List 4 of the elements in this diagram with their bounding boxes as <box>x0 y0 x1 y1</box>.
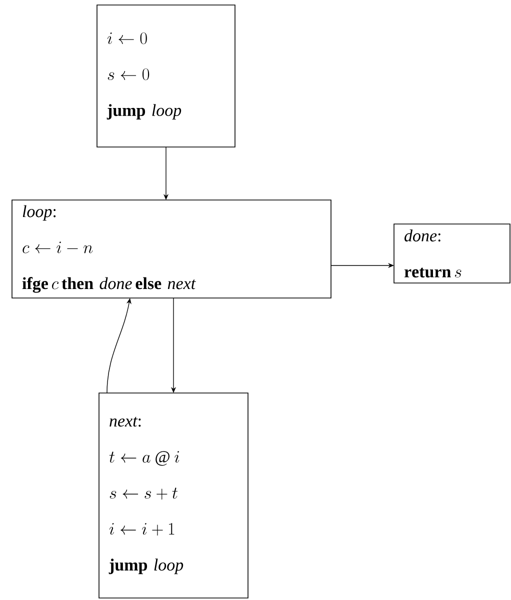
code-block-box: $\mathit{done}\text{:}$ $\mathbf{return}\, s$ <box>394 224 510 284</box>
code-block-box: $i \leftarrow 0$ $s \leftarrow 0$ $\mathbf{jump}\ \mathit{loop}$ <box>96 4 236 148</box>
code-block-box: $\mathit{loop}\text{:}$ $c \leftarrow i - n$ $\mathbf{ifge}\, c\, \mathbf{then}\ \mathit{done}\, \mathbf{else}\ \mathit{next}$ <box>12 200 332 298</box>
code-block-box: $\mathit{next}\text{:}$ $t \leftarrow a \mathbin{@} i$ $s \leftarrow s + t$ $i \leftarrow i + 1$ $\mathbf{jump}\ \mathit{loop}$ <box>98 392 248 598</box>
